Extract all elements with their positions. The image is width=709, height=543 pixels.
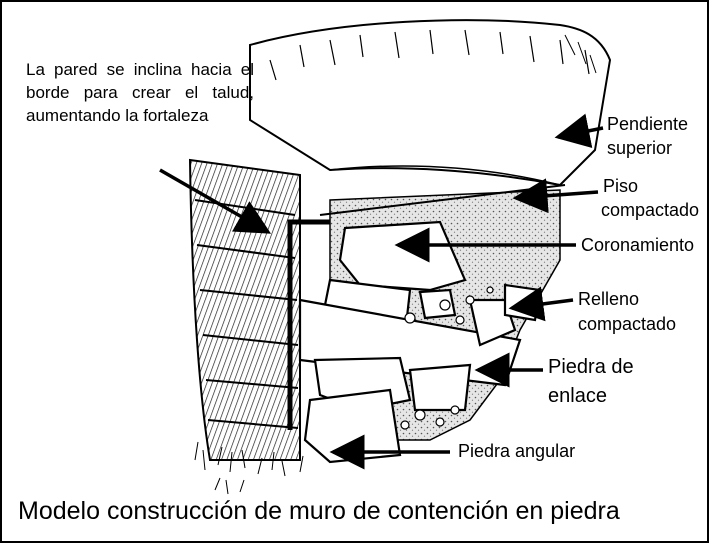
- label-piso-line1: Piso: [603, 176, 639, 196]
- label-relleno-line1: Relleno: [578, 289, 640, 309]
- label-enlace-line2: enlace: [548, 385, 607, 407]
- arrow-relleno: [508, 286, 574, 322]
- label-pendiente-line2: superior: [607, 138, 673, 158]
- arrows: [159, 113, 604, 470]
- label-relleno-line2: compactado: [578, 314, 677, 334]
- wall-face: [188, 158, 301, 461]
- small-stones: [400, 286, 494, 430]
- label-enlace-line1: Piedra de: [548, 356, 634, 378]
- label-coronamiento: Coronamiento: [581, 235, 695, 255]
- arrow-piso: [512, 178, 599, 214]
- figure-caption: Modelo construcción de muro de contenció…: [18, 497, 620, 525]
- label-pendiente-line1: Pendiente: [607, 114, 689, 134]
- slope-indicator: [287, 219, 330, 430]
- stones: [298, 220, 542, 464]
- label-piedra-angular: Piedra angular: [458, 441, 576, 461]
- upper-slope: [249, 19, 612, 187]
- foreground-grass: [194, 441, 304, 495]
- label-piso-line2: compactado: [601, 200, 700, 220]
- wall-slope-note: La pared se inclina hacia el borde para …: [26, 60, 254, 125]
- arrow-pendiente: [554, 113, 604, 148]
- arrow-wall-note: [159, 168, 272, 234]
